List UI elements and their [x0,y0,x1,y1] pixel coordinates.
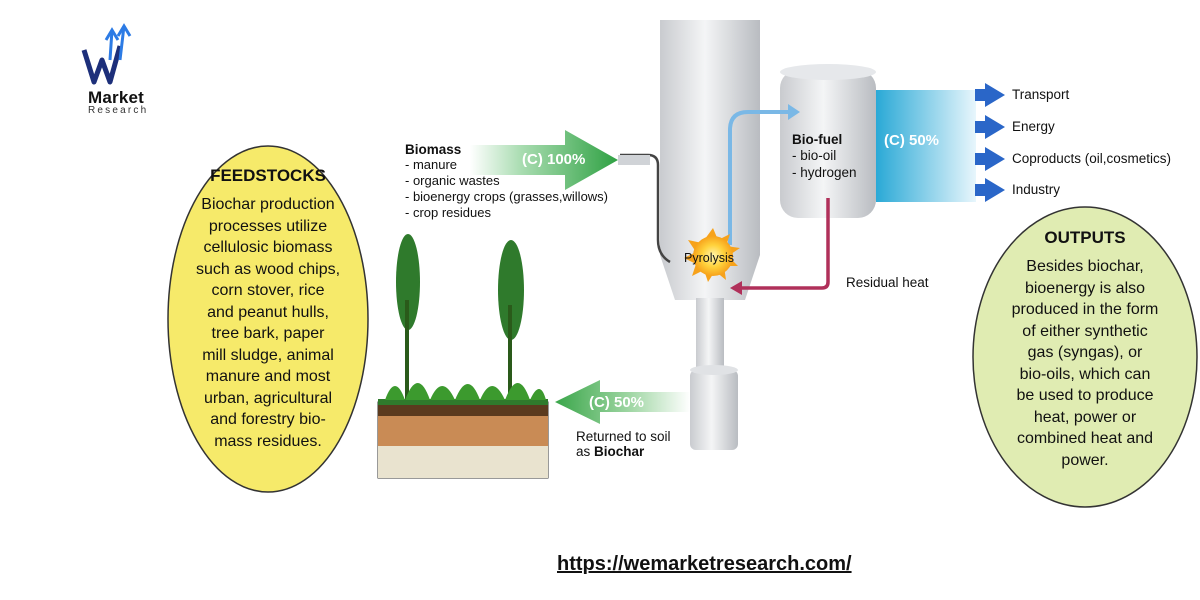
use-label-transport: Transport [1012,87,1070,102]
pyrolysis-label: Pyrolysis [684,251,735,265]
feedstocks-body: Biochar production processes utilize cel… [170,194,366,452]
outputs-line: combined heat and [1016,430,1154,447]
feedstocks-line: processes utilize [208,217,328,235]
biofuel-title: Bio-fuel [792,132,843,147]
feedstocks-line: corn stover, rice [211,282,325,299]
outputs-ellipse [972,206,1198,508]
soil-return-prefix: as [576,444,595,459]
soil-return-line1: Returned to soil [576,429,671,444]
logo-sub: Research [88,105,149,116]
biomass-item: - organic wastes [405,173,500,188]
outputs-line: of either synthetic [1022,322,1148,340]
biomass-label: Biomass - manure - organic wastes - bioe… [405,142,608,221]
outputs-line: be used to produce [1016,387,1154,404]
use-label-energy: Energy [1012,119,1055,134]
logo-word: Market [88,88,145,107]
feedstocks-line: Biochar production [201,196,335,213]
output-block [876,90,976,202]
biofuel-item: - bio-oil [792,148,837,163]
soil-return-arrow [555,380,690,424]
use-arrows [975,83,1005,202]
soil-arrow-label: (C) 50% [589,394,645,411]
website-link[interactable]: https://wemarketresearch.com/ [557,553,852,575]
outputs-text: OUTPUTS Besides biochar, bioenergy is al… [985,228,1185,471]
feedstocks-line: urban, agricultural [203,389,333,407]
vapour-arrow [728,110,790,245]
biofuel-label: Bio-fuel - bio-oil - hydrogen [792,132,857,181]
logo-mark-icon [81,23,132,85]
feedstocks-ellipse [167,145,369,493]
feedstocks-title: FEEDSTOCKS [210,166,326,185]
soil-return-label: Returned to soil as Biochar [576,429,671,459]
soil-block [377,234,549,479]
feedstocks-line: manure and most [205,368,331,385]
outputs-line: produced in the form [1011,301,1159,318]
use-label-industry: Industry [1012,182,1061,197]
feed-pipe [620,153,671,264]
feedstocks-line: and forestry bio- [210,411,326,428]
feedstocks-text: FEEDSTOCKS Biochar production processes … [170,166,366,452]
biomass-item: - crop residues [405,205,491,220]
residual-heat-arrow [740,198,830,290]
biochar-collector [690,365,738,450]
output-arrow-label: (C) 50% [884,132,940,149]
feedstocks-line: such as wood chips, [195,260,341,278]
input-arrow [470,130,618,190]
outputs-line: bio-oils, which can [1019,365,1151,383]
biofuel-item: - hydrogen [792,165,857,180]
feedstocks-line: mass residues. [214,432,322,450]
residual-heat-label: Residual heat [846,275,929,290]
input-arrow-label: (C) 100% [522,151,586,168]
biomass-item: - bioenergy crops (grasses,willows) [405,189,609,204]
biofuel-tank [780,64,876,218]
outputs-line: bioenergy is also [1024,279,1146,297]
soil-return-line2: as Biochar [576,444,671,459]
biomass-item: - manure [405,157,458,172]
outputs-title: OUTPUTS [1044,228,1126,247]
biomass-title: Biomass [405,142,462,157]
feedstocks-line: cellulosic biomass [203,239,333,256]
feedstocks-line: tree bark, paper [211,325,325,342]
biochar-word: Biochar [594,444,645,459]
feedstocks-line: mill sludge, animal [202,346,334,364]
pyrolysis-reactor [660,20,760,368]
outputs-line: heat, power or [1033,408,1137,426]
pyrolysis-burst-icon [684,228,740,282]
outputs-line: gas (syngas), or [1027,344,1143,361]
outputs-line: power. [1061,451,1109,469]
feedstocks-line: and peanut hulls, [207,303,329,321]
outputs-line: Besides biochar, [1026,258,1144,275]
use-label-coproducts: Coproducts (oil,cosmetics) [1012,151,1172,166]
outputs-body: Besides biochar, bioenergy is also produ… [985,256,1185,471]
